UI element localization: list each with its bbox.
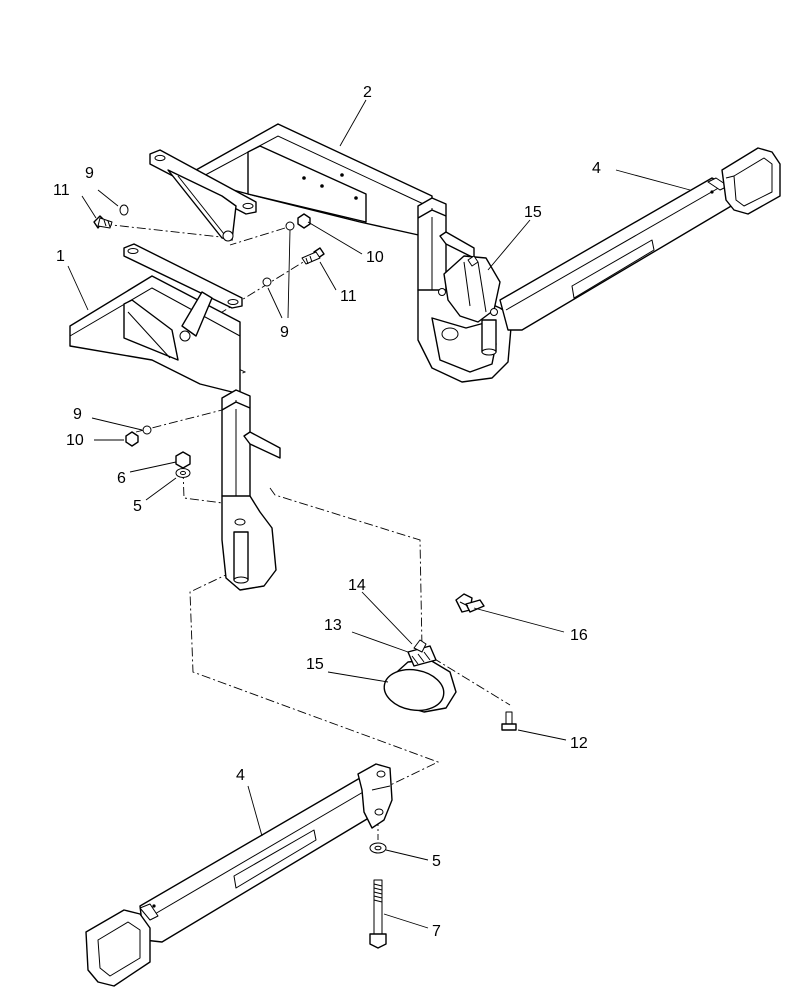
part-2-upper-bracket — [149, 123, 513, 383]
callout-11-mid: 11 — [340, 288, 357, 305]
callout-1: 1 — [56, 248, 65, 265]
connector-16 — [455, 593, 485, 613]
callout-6: 6 — [117, 470, 126, 487]
washer-9-left — [142, 425, 152, 435]
part-1-lower-bracket — [69, 243, 281, 591]
callout-7: 7 — [432, 923, 441, 940]
callout-2: 2 — [363, 84, 372, 101]
callout-11-upper: 11 — [53, 182, 70, 199]
callout-4-lower: 4 — [236, 767, 245, 784]
callout-labels: 1 2 4 4 5 5 6 7 9 9 9 10 10 11 11 12 13 … — [53, 84, 601, 940]
nut-10-left — [125, 431, 139, 447]
callout-9-left: 9 — [73, 406, 82, 423]
bolt-7 — [369, 879, 387, 949]
lamp-assembly — [383, 639, 457, 713]
washer-9-mid-b — [262, 277, 272, 287]
leader-lines — [67, 99, 691, 929]
washer-9-mid-a — [285, 221, 295, 231]
callout-5-lower: 5 — [432, 853, 441, 870]
callout-15-upper: 15 — [524, 204, 542, 221]
callout-13: 13 — [324, 617, 342, 634]
bolt-11-upper — [93, 215, 113, 229]
bolt-11-mid — [301, 247, 325, 265]
callout-10-left: 10 — [66, 432, 84, 449]
part-4-lower-light-bar — [85, 763, 393, 987]
nut-6 — [175, 451, 191, 469]
callout-4-upper: 4 — [592, 160, 601, 177]
washer-9-upper — [119, 204, 129, 216]
callout-5-upper: 5 — [133, 498, 142, 515]
nut-10-upper — [297, 213, 311, 229]
part-4-upper-light-bar — [499, 147, 781, 331]
callout-12: 12 — [570, 735, 588, 752]
callout-10-upper: 10 — [366, 249, 384, 266]
screw-12 — [501, 711, 517, 731]
callout-16: 16 — [570, 627, 588, 644]
callout-9-upper: 9 — [85, 165, 94, 182]
callout-14: 14 — [348, 577, 366, 594]
hardware-fasteners — [93, 204, 517, 949]
callout-15-lower: 15 — [306, 656, 324, 673]
callout-9-mid: 9 — [280, 324, 289, 341]
